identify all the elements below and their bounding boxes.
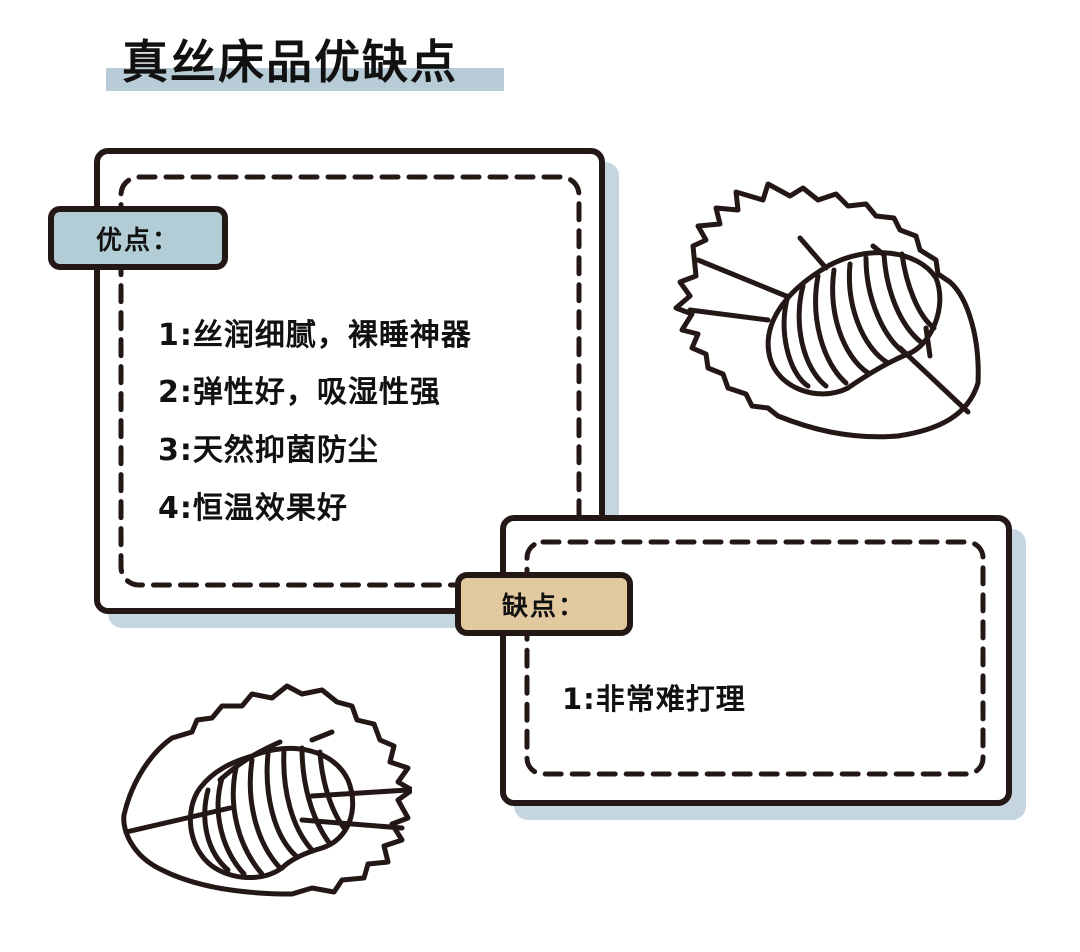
silkworm-cocoon-leaf-icon (121, 683, 412, 897)
page-title: 真丝床品优缺点 (122, 35, 458, 89)
pros-card-dashed-border (118, 174, 582, 588)
pros-tag-label: 优点： (95, 225, 180, 256)
cons-tag-label: 缺点： (501, 591, 586, 622)
pros-item: 3:天然抑菌防尘 (158, 433, 379, 468)
cons-card-dashed-border (524, 539, 986, 777)
pros-item: 4:恒温效果好 (158, 491, 348, 526)
cons-card (500, 515, 1012, 806)
pros-tag: 优点： (48, 206, 228, 270)
silkworm-cocoon-leaf-icon (673, 181, 981, 440)
pros-item: 2:弹性好，吸湿性强 (158, 375, 441, 410)
title-underline-bar (106, 68, 504, 91)
pros-item: 1:丝润细腻，裸睡神器 (158, 318, 472, 353)
cons-tag: 缺点： (455, 572, 633, 636)
cons-item: 1:非常难打理 (562, 682, 746, 716)
